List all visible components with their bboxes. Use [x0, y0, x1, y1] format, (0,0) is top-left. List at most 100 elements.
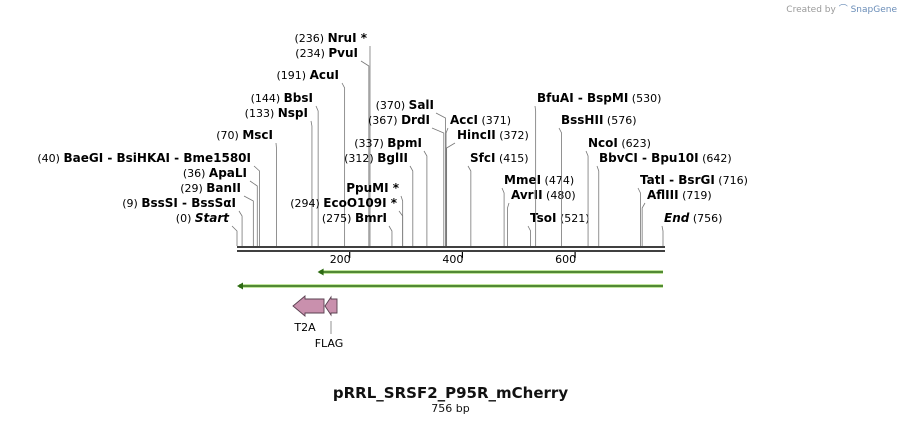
site-name: Start — [195, 211, 230, 225]
site-connector — [558, 127, 562, 246]
site-label: (36) ApaLI — [183, 166, 247, 180]
site-connector — [534, 105, 537, 246]
site-right-sfci: SfcI (415) — [467, 151, 529, 246]
site-connector — [310, 120, 313, 246]
feature-t2a-label: T2A — [293, 321, 316, 334]
site-label: (234) PvuI — [295, 46, 358, 60]
site-mid-bpmi: (337) BpmI — [354, 136, 428, 246]
map-length: 756 bp — [431, 402, 470, 415]
site-position: (372) — [496, 129, 529, 142]
site-connector — [388, 225, 393, 246]
site-left-nspi: (133) NspI — [245, 106, 313, 246]
site-position: (0) — [176, 212, 195, 225]
site-name: BpmI — [387, 136, 422, 150]
site-mid-ecoo109i: (294) EcoO109I * — [290, 196, 404, 246]
site-connector — [445, 127, 449, 246]
site-label: BfuAI - BspMI (530) — [537, 91, 661, 105]
site-name: NruI * — [328, 31, 368, 45]
site-connector — [431, 127, 445, 246]
site-right-bsshii: BssHII (576) — [558, 113, 636, 246]
site-position: (236) — [295, 32, 328, 45]
site-label: AflIII (719) — [647, 188, 712, 202]
site-label: (144) BbsI — [251, 91, 313, 105]
site-left-banii: (29) BanII — [180, 181, 254, 246]
site-right-tati-bsrgi: TatI - BsrGI (716) — [637, 173, 748, 246]
feature-arrowhead — [317, 268, 324, 276]
site-position: (642) — [699, 152, 732, 165]
site-label: (294) EcoO109I * — [290, 196, 398, 210]
site-name: MscI — [242, 128, 273, 142]
site-label: PpuMI * — [346, 181, 400, 195]
site-position: (474) — [541, 174, 574, 187]
site-name: NcoI — [588, 136, 618, 150]
site-position: (480) — [543, 189, 576, 202]
site-label: NcoI (623) — [588, 136, 651, 150]
site-position: (9) — [122, 197, 141, 210]
snapgene-credit: Created by ⌒ SnapGene — [786, 2, 897, 15]
site-left-start: (0) Start — [176, 211, 238, 246]
site-name: AccI — [450, 113, 478, 127]
site-connector — [238, 210, 243, 246]
site-label: (133) NspI — [245, 106, 308, 120]
site-right-bfuai-bspmi: BfuAI - BspMI (530) — [534, 91, 661, 246]
site-label: (236) NruI * — [295, 31, 368, 45]
site-position: (415) — [495, 152, 528, 165]
site-position: (337) — [354, 137, 387, 150]
site-label: (275) BmrI — [322, 211, 387, 225]
site-connector — [501, 187, 505, 246]
site-label: SfcI (415) — [470, 151, 529, 165]
site-label: (29) BanII — [180, 181, 241, 195]
map-title: pRRL_SRSF2_P95R_mCherry — [332, 384, 569, 402]
site-connector — [249, 180, 258, 246]
site-mid-ppumi: PpuMI * — [346, 181, 404, 246]
site-right-avrii: AvrII (480) — [507, 188, 576, 246]
site-position: (312) — [344, 152, 377, 165]
site-mid-drdi: (367) DrdI — [368, 113, 445, 246]
site-label: TatI - BsrGI (716) — [640, 173, 748, 187]
site-label: (337) BpmI — [354, 136, 422, 150]
site-position: (623) — [618, 137, 651, 150]
site-name: BglII — [377, 151, 408, 165]
site-position: (371) — [478, 114, 511, 127]
site-position: (36) — [183, 167, 209, 180]
site-name: NspI — [278, 106, 308, 120]
site-position: (367) — [368, 114, 401, 127]
snapgene-logo-icon: ⌒ — [838, 5, 848, 15]
site-connector — [446, 142, 456, 246]
site-label: (191) AcuI — [277, 68, 340, 82]
site-name: TatI - BsrGI — [640, 173, 715, 187]
site-name: PvuI — [328, 46, 358, 60]
site-name: SfcI — [470, 151, 495, 165]
site-left-baegi-bsihkai-bme1580i: (40) BaeGI - BsiHKAI - Bme1580I — [37, 151, 260, 246]
site-position: (716) — [715, 174, 748, 187]
site-connector — [315, 105, 319, 246]
site-right-afliii: AflIII (719) — [641, 188, 712, 246]
site-label: HincII (372) — [457, 128, 529, 142]
site-connector — [585, 150, 589, 246]
site-position: (530) — [628, 92, 661, 105]
site-label: End (756) — [664, 211, 722, 225]
site-name: AvrII — [511, 188, 543, 202]
site-right-hincii: HincII (372) — [446, 128, 529, 246]
site-connector — [641, 202, 646, 246]
site-name: SalI — [409, 98, 434, 112]
site-connector — [467, 165, 472, 246]
site-name: DrdI — [401, 113, 430, 127]
feature-t2a: T2A — [292, 295, 325, 334]
site-name: AflIII — [647, 188, 679, 202]
site-label: MmeI (474) — [504, 173, 574, 187]
site-name: BaeGI - BsiHKAI - Bme1580I — [63, 151, 251, 165]
site-position: (70) — [216, 129, 242, 142]
credit-brand: SnapGene — [850, 5, 897, 15]
site-connector — [253, 165, 260, 246]
site-label: AvrII (480) — [511, 188, 576, 202]
tick-label: 400 — [442, 253, 463, 266]
site-position: (40) — [37, 152, 63, 165]
site-right-tsoi: TsoI (521) — [527, 211, 590, 246]
site-label: (9) BssSI - BssSαI — [122, 196, 236, 210]
site-right-ncoi: NcoI (623) — [585, 136, 651, 246]
site-position: (144) — [251, 92, 284, 105]
site-connector — [661, 225, 664, 246]
site-label: (367) DrdI — [368, 113, 430, 127]
